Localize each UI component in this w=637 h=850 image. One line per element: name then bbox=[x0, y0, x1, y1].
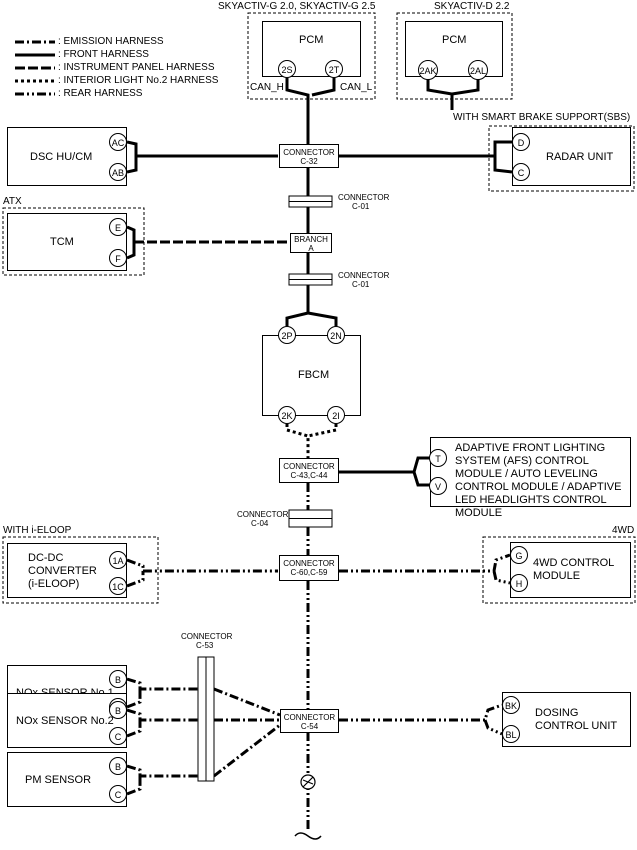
pin-dosing-bk: BK bbox=[502, 696, 520, 714]
connector-c4344-code: C-43,C-44 bbox=[290, 471, 328, 480]
branch-a: BRANCH A bbox=[290, 233, 332, 253]
harness-continues-mark bbox=[294, 832, 322, 840]
pin-pcm-g-2t: 2T bbox=[325, 60, 343, 78]
connector-c04-code: C-04 bbox=[251, 519, 269, 528]
pin-pm-b: B bbox=[109, 757, 127, 775]
group-sbs bbox=[488, 125, 635, 192]
group-skyactiv-g-title: SKYACTIV-G 2.0, SKYACTIV-G 2.5 bbox=[218, 1, 376, 12]
connector-c54: CONNECTOR C-54 bbox=[280, 709, 339, 733]
pin-dcdc-1c: 1C bbox=[109, 577, 127, 595]
connector-c32: CONNECTOR C-32 bbox=[279, 144, 339, 168]
pin-afs-t: T bbox=[429, 449, 447, 467]
group-4wd-title: 4WD bbox=[612, 525, 635, 536]
pin-dosing-bl: BL bbox=[502, 725, 520, 743]
pin-dcdc-1a: 1A bbox=[109, 551, 127, 569]
dcdc-module: DC-DC CONVERTER (i-ELOOP) bbox=[7, 543, 127, 598]
dsc-label: DSC HU/CM bbox=[30, 151, 93, 163]
connector-c01a-title: CONNECTOR bbox=[338, 193, 390, 202]
can-high-label: CAN_H bbox=[250, 82, 284, 93]
pin-fbcm-2k: 2K bbox=[278, 406, 296, 424]
pin-fbcm-2n: 2N bbox=[327, 326, 345, 344]
pin-4wd-h: H bbox=[510, 574, 528, 592]
group-skyactiv-d-title: SKYACTIV-D 2.2 bbox=[434, 1, 510, 12]
group-atx bbox=[2, 207, 145, 276]
dosing-label: DOSING CONTROL UNIT bbox=[535, 707, 618, 732]
4wd-label: 4WD CONTROL MODULE bbox=[533, 557, 614, 582]
pin-dsc-ab: AB bbox=[109, 163, 127, 181]
pin-pcm-g-2s: 2S bbox=[278, 60, 296, 78]
connector-c32-title: CONNECTOR bbox=[283, 148, 335, 157]
group-ieloop bbox=[2, 536, 159, 604]
pm-label: PM SENSOR bbox=[25, 774, 92, 786]
pin-tcm-f: F bbox=[109, 249, 127, 267]
connector-c6059: CONNECTOR C-60,C-59 bbox=[279, 555, 339, 581]
group-skyactiv-g bbox=[247, 12, 376, 100]
nox2-label: NOx SENSOR No.2 bbox=[16, 715, 114, 727]
pin-tcm-e: E bbox=[109, 218, 127, 236]
connector-c01b-title: CONNECTOR bbox=[338, 271, 390, 280]
nox2-module: NOx SENSOR No.2 bbox=[7, 693, 127, 748]
radar-label: RADAR UNIT bbox=[546, 151, 614, 163]
pin-fbcm-2p: 2P bbox=[278, 326, 296, 344]
connector-c01a-code: C-01 bbox=[352, 202, 370, 211]
pcm-g-module: PCM bbox=[262, 21, 361, 77]
connector-c4344: CONNECTOR C-43,C-44 bbox=[279, 458, 339, 483]
pin-radar-d: D bbox=[512, 133, 530, 151]
legend-interior-label: : INTERIOR LIGHT No.2 HARNESS bbox=[58, 75, 219, 86]
tcm-module: TCM bbox=[7, 213, 127, 271]
legend-rear-label: : REAR HARNESS bbox=[58, 88, 143, 99]
pin-dsc-ac: AC bbox=[109, 133, 127, 151]
connector-c32-code: C-32 bbox=[300, 157, 318, 166]
legend-emission-label: : EMISSION HARNESS bbox=[58, 36, 164, 47]
connector-c6059-title: CONNECTOR bbox=[283, 559, 335, 568]
pin-pcm-d-2ak: 2AK bbox=[418, 60, 438, 80]
group-sbs-title: WITH SMART BRAKE SUPPORT(SBS) bbox=[453, 112, 631, 123]
connector-c53-title: CONNECTOR bbox=[181, 632, 233, 641]
connector-c53-code: C-53 bbox=[196, 641, 214, 650]
connector-c01b-code: C-01 bbox=[352, 280, 370, 289]
pin-nox2-b: B bbox=[109, 701, 127, 719]
pin-nox2-c: C bbox=[109, 727, 127, 745]
pcm-d-label: PCM bbox=[442, 34, 467, 46]
can-low-label: CAN_L bbox=[340, 82, 373, 93]
afs-module: ADAPTIVE FRONT LIGHTING SYSTEM (AFS) CON… bbox=[430, 437, 631, 519]
dsc-module: DSC HU/CM bbox=[7, 127, 127, 186]
afs-label: ADAPTIVE FRONT LIGHTING SYSTEM (AFS) CON… bbox=[455, 442, 622, 519]
pin-nox1-b: B bbox=[109, 670, 127, 688]
pcm-d-module: PCM bbox=[405, 21, 503, 77]
group-atx-title: ATX bbox=[3, 196, 22, 207]
pin-fbcm-2i: 2I bbox=[327, 406, 345, 424]
legend-instrument-label: : INSTRUMENT PANEL HARNESS bbox=[58, 62, 215, 73]
pin-pm-c: C bbox=[109, 785, 127, 803]
branch-a-title: BRANCH bbox=[294, 235, 328, 244]
pin-pcm-d-2al: 2AL bbox=[468, 60, 488, 80]
connector-c54-code: C-54 bbox=[300, 722, 319, 731]
dosing-module: DOSING CONTROL UNIT bbox=[502, 692, 631, 747]
pin-4wd-g: G bbox=[510, 546, 528, 564]
group-skyactiv-d bbox=[396, 12, 513, 100]
dcdc-label: DC-DC CONVERTER (i-ELOOP) bbox=[28, 552, 97, 590]
pm-module: PM SENSOR bbox=[7, 752, 127, 807]
ground-symbol bbox=[300, 774, 316, 790]
connector-c04-title: CONNECTOR bbox=[237, 510, 289, 519]
legend-front-label: : FRONT HARNESS bbox=[58, 49, 149, 60]
connector-c4344-title: CONNECTOR bbox=[283, 462, 335, 471]
connector-c6059-code: C-60,C-59 bbox=[290, 568, 328, 577]
fbcm-module: FBCM bbox=[262, 335, 361, 416]
pin-afs-v: V bbox=[429, 477, 447, 495]
4wd-module: 4WD CONTROL MODULE bbox=[510, 542, 631, 598]
pin-radar-c: C bbox=[512, 163, 530, 181]
branch-a-code: A bbox=[308, 244, 314, 253]
radar-module: RADAR UNIT bbox=[512, 127, 631, 186]
fbcm-label: FBCM bbox=[298, 369, 330, 381]
connector-c54-title: CONNECTOR bbox=[283, 713, 336, 722]
pcm-g-label: PCM bbox=[299, 34, 324, 46]
group-ieloop-title: WITH i-ELOOP bbox=[3, 525, 72, 536]
tcm-label: TCM bbox=[50, 236, 74, 248]
